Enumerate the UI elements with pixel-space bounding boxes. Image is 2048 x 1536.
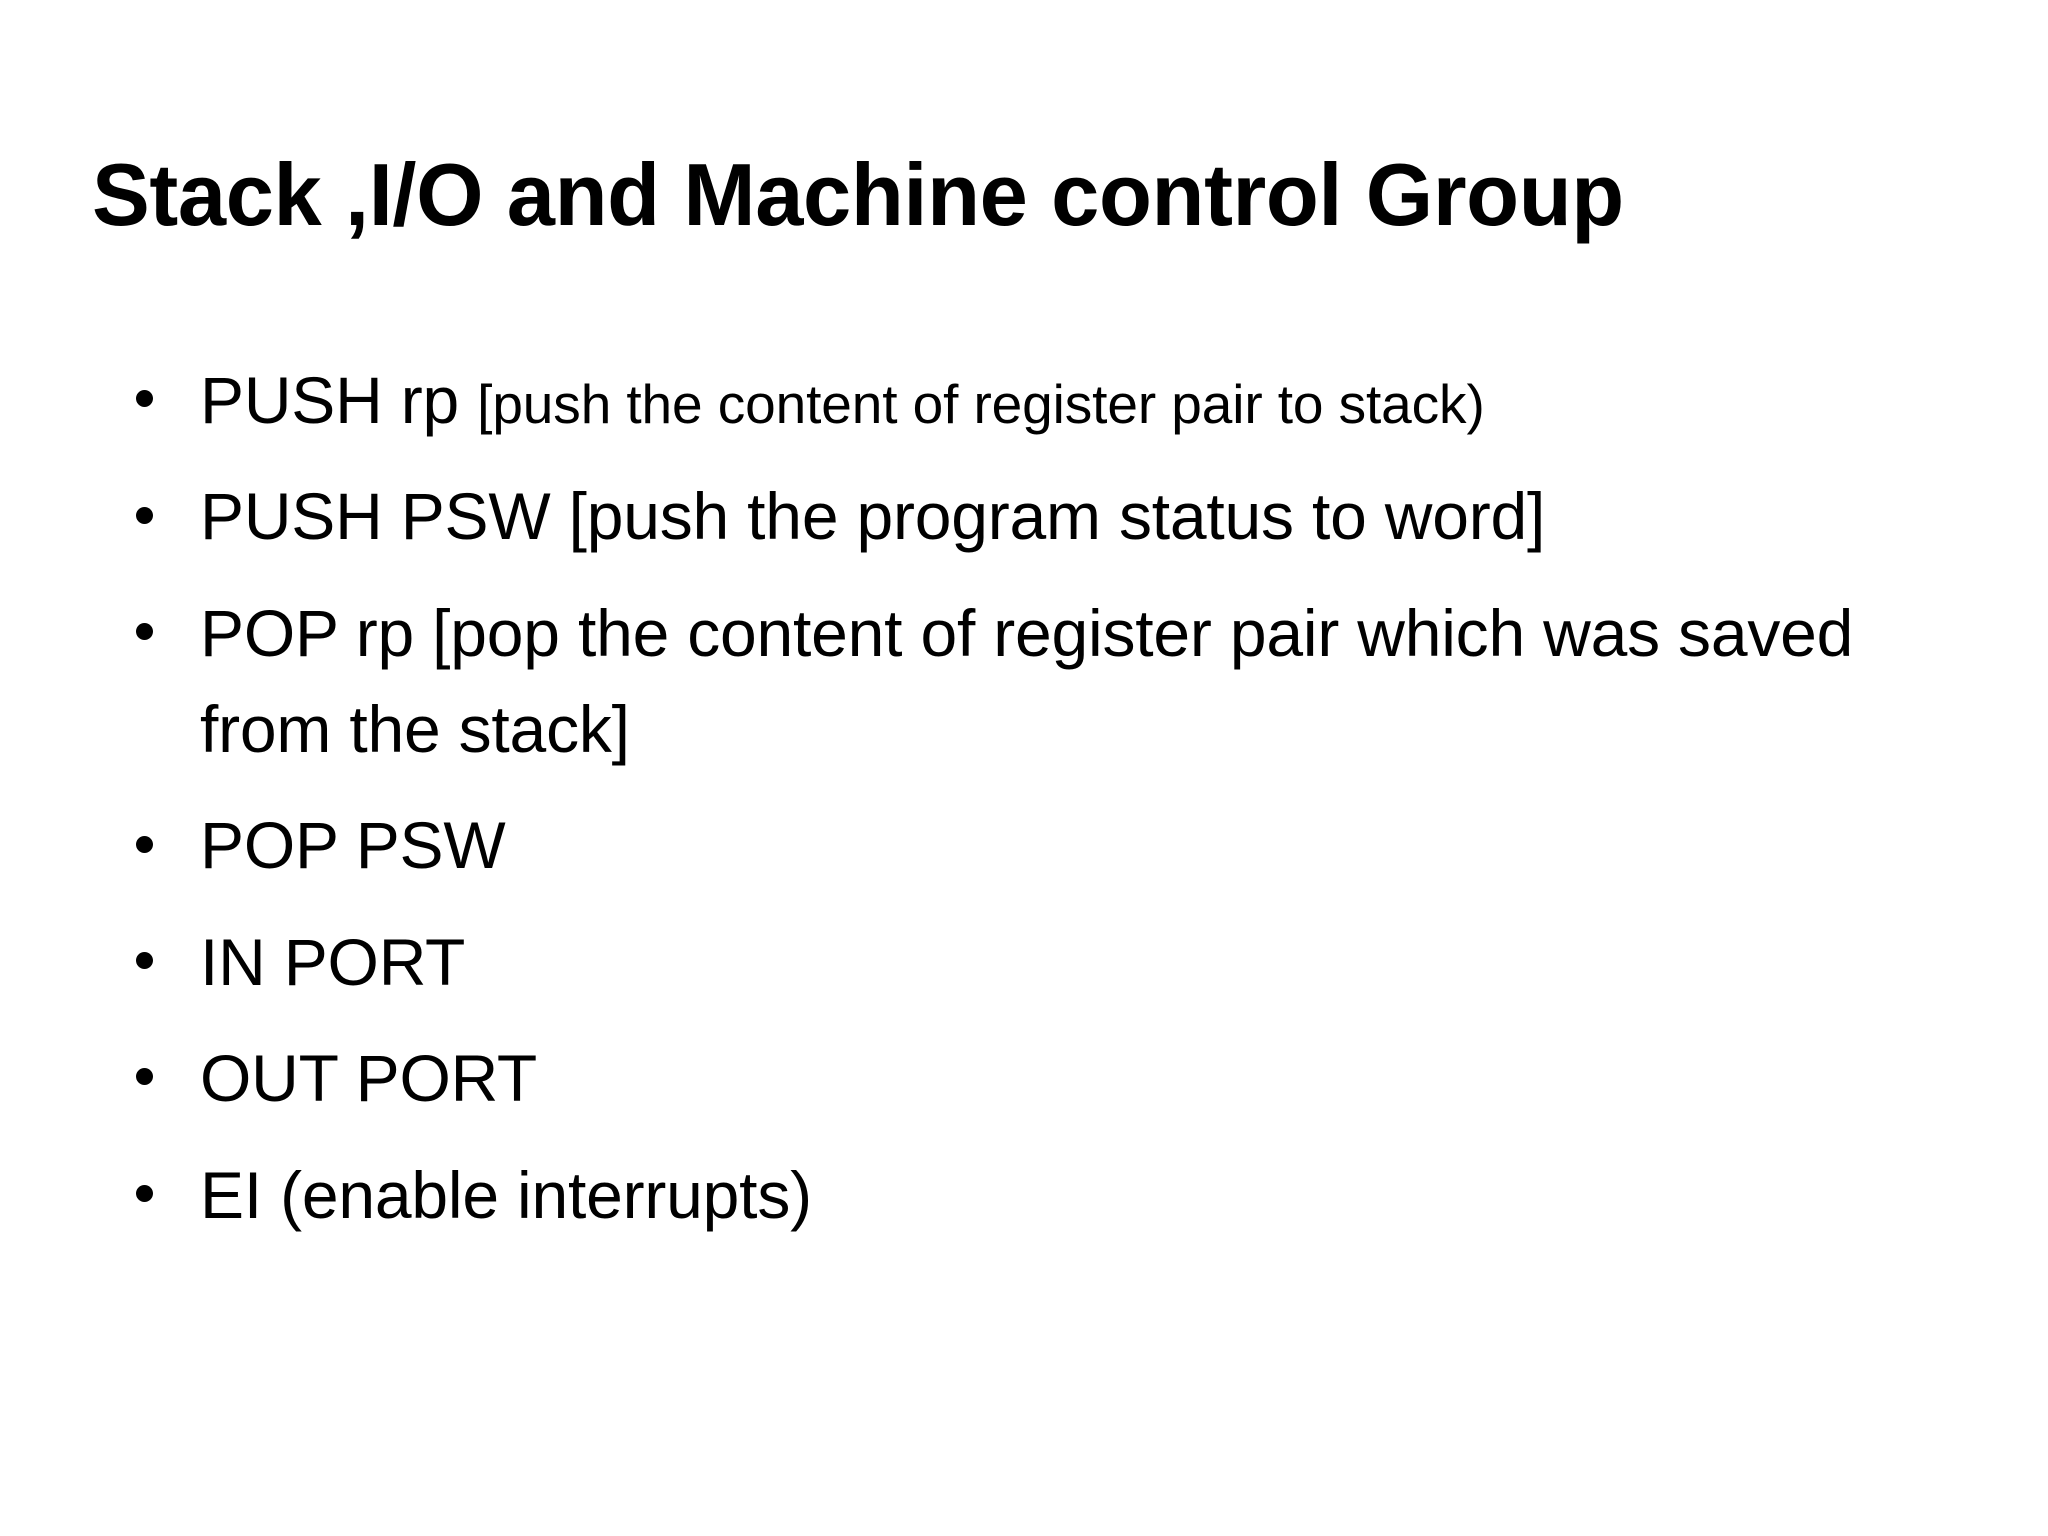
list-item-text: OUT PORT — [200, 1041, 538, 1116]
list-item-lead: PUSH rp — [200, 363, 478, 437]
list-item-text: POP rp [pop the content of register pair… — [200, 595, 1854, 767]
list-item-text: IN PORT — [200, 924, 466, 999]
page-title: Stack ,I/O and Machine control Group — [92, 144, 1624, 244]
bullet-dot-icon — [136, 1184, 153, 1202]
list-item-pop-rp: POP rp [pop the content of register pair… — [118, 585, 1968, 778]
bullet-dot-icon — [136, 622, 153, 640]
list-item-push-rp: PUSH rp [push the content of register pa… — [118, 352, 1968, 448]
bullet-list: PUSH rp [push the content of register pa… — [118, 352, 1968, 1243]
list-item-text: PUSH PSW [push the program status to wor… — [200, 479, 1546, 554]
bullet-dot-icon — [136, 1068, 153, 1086]
list-item-text: PUSH rp [push the content of register pa… — [200, 352, 1968, 448]
bullet-dot-icon — [136, 835, 153, 853]
list-item-ei: EI (enable interrupts) — [118, 1147, 1968, 1243]
list-item-text: POP PSW — [200, 808, 506, 883]
bullet-dot-icon — [136, 390, 153, 408]
list-item-push-psw: PUSH PSW [push the program status to wor… — [118, 468, 1968, 564]
list-item-out-port: OUT PORT — [118, 1030, 1968, 1126]
bullet-dot-icon — [136, 506, 153, 524]
list-item-in-port: IN PORT — [118, 914, 1968, 1010]
bullet-dot-icon — [136, 952, 153, 970]
list-item-pop-psw: POP PSW — [118, 797, 1968, 893]
list-item-annotation: [push the content of register pair to st… — [477, 373, 1485, 435]
list-item-text: EI (enable interrupts) — [200, 1157, 812, 1232]
